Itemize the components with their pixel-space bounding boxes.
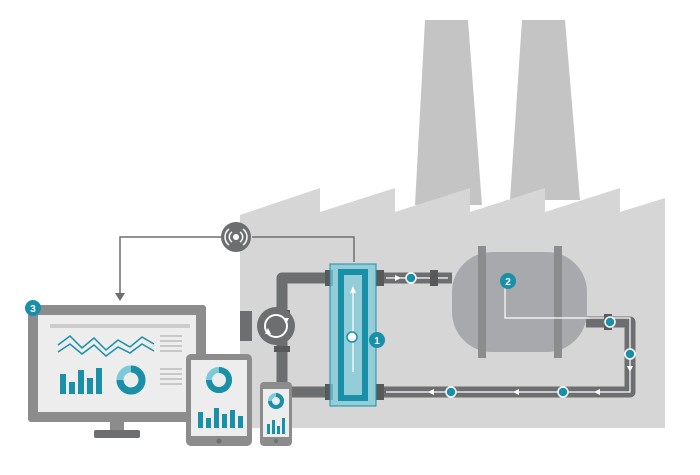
flow-arrow-icon (395, 275, 633, 395)
sensor-node (604, 316, 616, 328)
phone-bar-chart (267, 418, 285, 434)
badge-storage-tank: 2 (500, 273, 516, 289)
smartphone-device (260, 382, 292, 446)
tablet-bar-chart (198, 408, 243, 428)
storage-tank (452, 246, 590, 358)
tablet-donut-chart (206, 367, 232, 393)
badge-number: 1 (374, 336, 380, 347)
left-chimney (415, 20, 482, 205)
badge-desktop-monitor: 3 (25, 300, 41, 316)
tablet-device (186, 354, 252, 446)
desktop-monitor (28, 305, 206, 438)
sensor-node (445, 386, 457, 398)
sensor-node (624, 348, 636, 360)
badge-number: 2 (505, 277, 511, 288)
phone-donut-chart (268, 393, 284, 409)
badge-number: 3 (30, 304, 36, 315)
sensor-nodes (405, 272, 636, 398)
dashboard-line-chart (57, 335, 155, 357)
pipe-top-left (276, 272, 333, 322)
dashboard-bar-chart (60, 368, 102, 394)
pump-icon (240, 307, 295, 345)
dashboard-donut-chart (116, 365, 146, 395)
dashboard-sidebar-lines (160, 335, 182, 385)
factory-building (240, 20, 665, 428)
sensor-node (405, 272, 417, 284)
right-chimney (510, 20, 580, 200)
badge-heat-exchanger: 1 (369, 332, 385, 348)
heat-exchanger (329, 263, 377, 407)
wireless-link (115, 222, 355, 301)
wireless-signal-icon (221, 222, 251, 252)
sensor-node (557, 386, 569, 398)
